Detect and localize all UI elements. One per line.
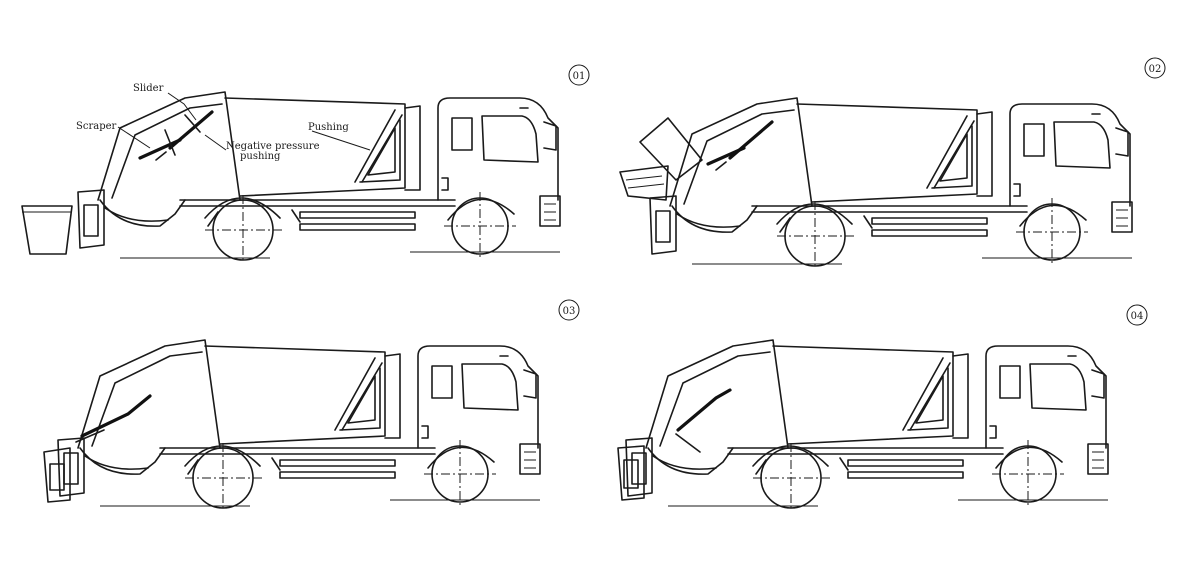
- step-number-4: 04: [1131, 311, 1144, 322]
- slider-leader-line: [167, 92, 197, 121]
- step-number-1: 01: [573, 71, 586, 82]
- label-negative-pressure-pushing: pushing: [240, 151, 281, 162]
- step-badge-2: [1144, 57, 1166, 79]
- panel-2: 02: [619, 57, 1166, 269]
- step-badge-3: [558, 299, 580, 321]
- step-badge-4: [1126, 304, 1148, 326]
- step-badge-1: [568, 64, 590, 86]
- panel-4: 04: [617, 304, 1148, 511]
- step-number-3: 03: [563, 306, 576, 317]
- scraper-leader-line: [117, 126, 151, 149]
- negative-pressure-leader-line: [204, 134, 227, 151]
- pushing-leader-line: [311, 130, 371, 151]
- tilted-garbage-bin: [639, 117, 703, 181]
- panel-3: 03: [43, 299, 580, 511]
- label-negative-pressure: Negative pressure: [226, 141, 320, 152]
- panel-1: Slider Scraper Negative pressure pushing…: [21, 64, 590, 263]
- step-number-2: 02: [1149, 64, 1162, 75]
- label-scraper: Scraper: [76, 121, 117, 132]
- garbage-bin: [21, 205, 73, 255]
- label-slider: Slider: [133, 83, 164, 94]
- label-pushing: Pushing: [308, 122, 349, 133]
